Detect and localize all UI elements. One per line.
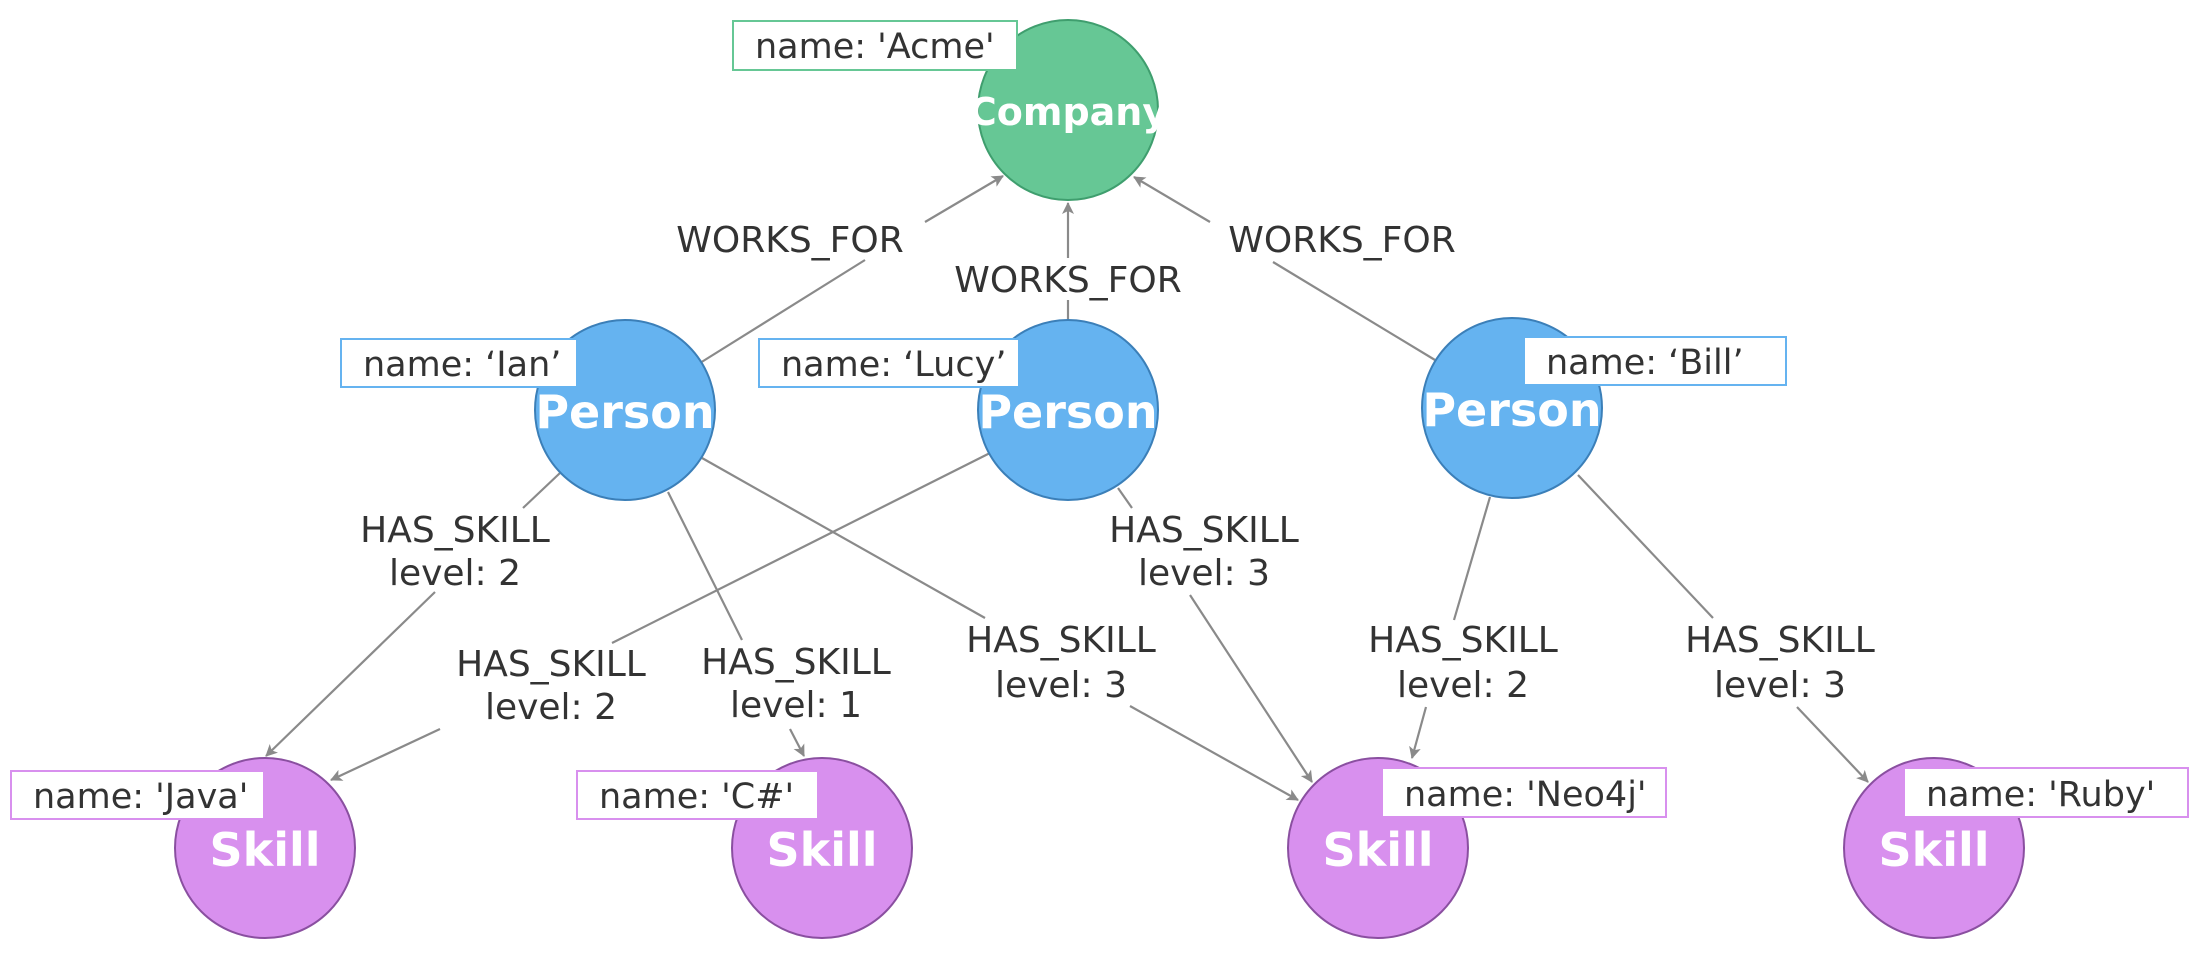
property-box [10,770,265,820]
edge-prop-label: level: 2 [485,687,617,728]
edge-type-label: WORKS_FOR [954,260,1181,301]
edge-ian-has-skill-neo4j: HAS_SKILL level: 3 [701,457,1299,801]
property-text: name: ‘Bill’ [1546,343,1744,383]
edge-type-label: HAS_SKILL [1109,510,1299,551]
property-text: name: 'Neo4j' [1404,775,1647,815]
node-skill-java[interactable]: name: 'Java' Skill [10,757,356,939]
property-box [1903,767,2189,818]
edge-type-label: HAS_SKILL [456,644,646,685]
property-box [340,338,578,388]
node-circle [534,319,716,501]
edge-lucy-works-for-company: WORKS_FOR [954,202,1182,320]
edge-type-label: HAS_SKILL [966,620,1156,661]
edge-prop-label: level: 3 [1714,665,1846,706]
edge-bill-has-skill-neo4j: HAS_SKILL level: 2 [1368,496,1558,759]
property-box [1381,767,1667,818]
property-box [1523,336,1787,386]
node-label: Person [978,385,1157,439]
node-person-ian[interactable]: name: ‘Ian’ Person [340,319,716,501]
edge-lucy-has-skill-java: HAS_SKILL level: 2 [330,452,991,781]
edge-prop-label: level: 2 [1397,665,1529,706]
property-box [732,20,1018,71]
node-person-bill[interactable]: name: ‘Bill’ Person [1421,317,1787,499]
property-text: name: 'Java' [33,777,248,817]
edge-ian-has-skill-java: HAS_SKILL level: 2 [265,472,561,757]
node-label: Skill [1322,823,1433,877]
edge-type-label: WORKS_FOR [1228,220,1455,261]
node-label: Skill [1878,823,1989,877]
edge-bill-has-skill-ruby: HAS_SKILL level: 3 [1577,474,1875,783]
node-circle [977,319,1159,501]
property-text: name: 'C#' [599,777,794,817]
edge-prop-label: level: 1 [730,685,862,726]
edge-prop-label: level: 3 [1138,553,1270,594]
edge-type-label: WORKS_FOR [676,220,903,261]
edge-type-label: HAS_SKILL [1685,620,1875,661]
property-text: name: 'Acme' [755,27,995,67]
edge-ian-works-for-company: WORKS_FOR [676,175,1004,364]
property-text: name: 'Ruby' [1926,775,2155,815]
node-label: Company [969,90,1167,134]
property-box [576,770,819,820]
node-label: Person [1422,383,1601,437]
edge-lucy-has-skill-neo4j: HAS_SKILL level: 3 [1109,487,1313,783]
node-person-lucy[interactable]: name: ‘Lucy’ Person [758,319,1159,501]
edge-prop-label: level: 3 [995,665,1127,706]
edge-bill-works-for-company: WORKS_FOR [1133,176,1456,361]
edge-type-label: HAS_SKILL [1368,620,1558,661]
edge-prop-label: level: 2 [389,553,521,594]
edge-type-label: HAS_SKILL [701,642,891,683]
property-text: name: ‘Ian’ [363,345,561,385]
property-box [758,338,1020,388]
node-skill-csharp[interactable]: name: 'C#' Skill [576,757,913,939]
property-text: name: ‘Lucy’ [781,345,1006,385]
node-label: Skill [766,823,877,877]
node-skill-ruby[interactable]: name: 'Ruby' Skill [1843,757,2189,939]
node-company-acme[interactable]: Company name: 'Acme' [732,19,1167,201]
edge-type-label: HAS_SKILL [360,510,550,551]
node-skill-neo4j[interactable]: name: 'Neo4j' Skill [1287,757,1667,939]
edge-ian-has-skill-csharp: HAS_SKILL level: 1 [667,491,891,757]
node-label: Person [535,385,714,439]
node-label: Skill [209,823,320,877]
node-circle [977,19,1159,201]
